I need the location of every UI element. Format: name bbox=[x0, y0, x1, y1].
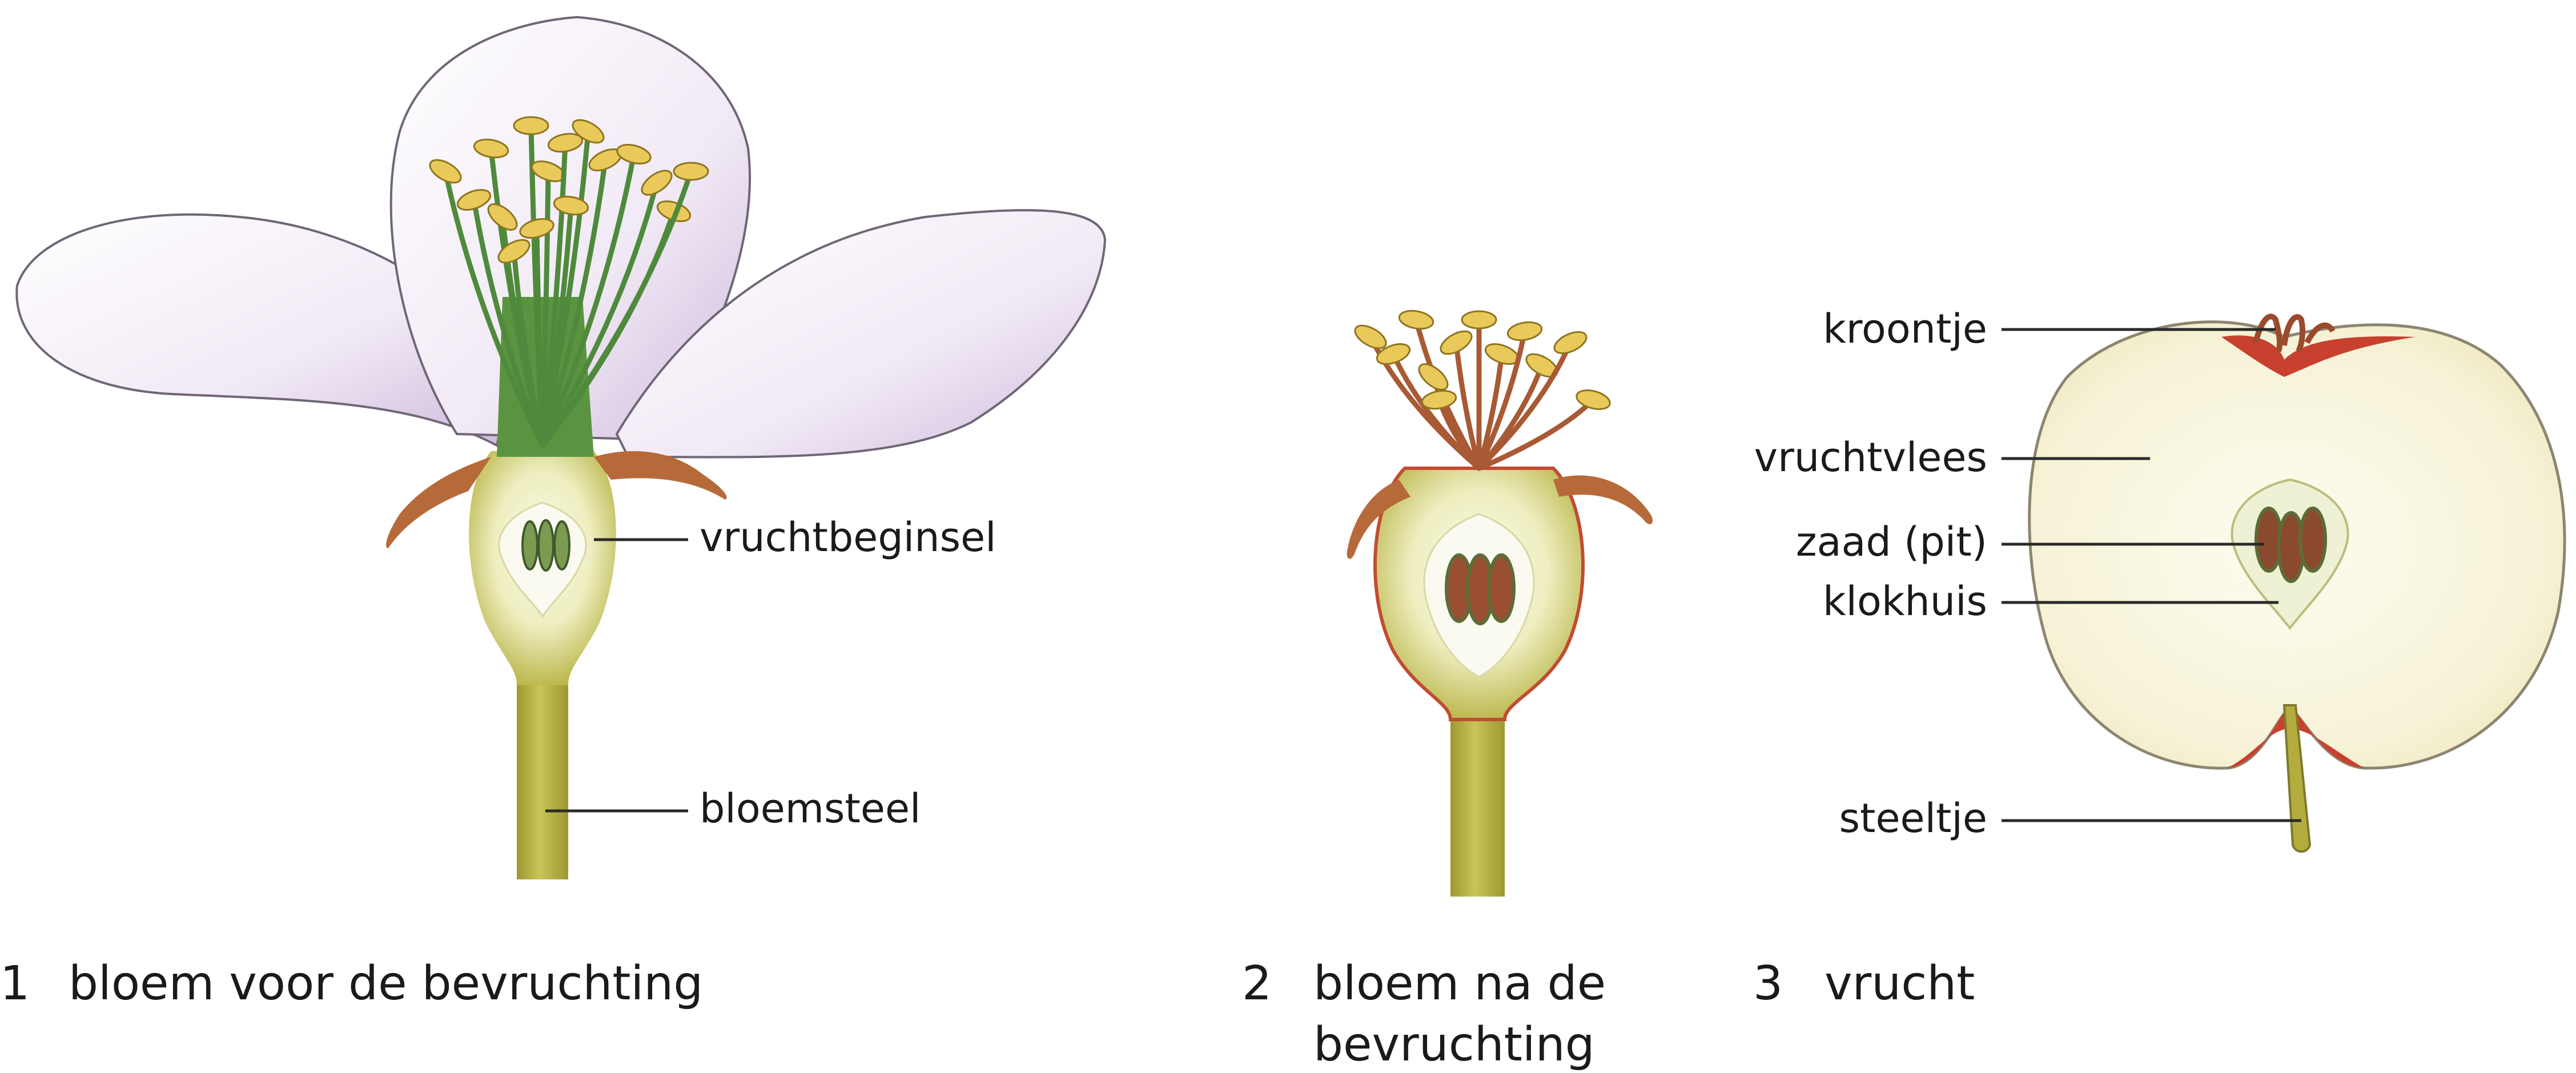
stamen-anther bbox=[1414, 359, 1452, 395]
label-steeltje: steeltje bbox=[1839, 795, 1987, 842]
label-vruchtvlees: vruchtvlees bbox=[1754, 434, 1987, 481]
label-bloemsteel: bloemsteel bbox=[700, 785, 921, 832]
caption-3: 3 vrucht bbox=[1753, 957, 1975, 1011]
flower-stem bbox=[517, 657, 568, 879]
caption-number: 3 bbox=[1753, 957, 1783, 1011]
figure-3-fruit bbox=[2030, 316, 2565, 851]
stamen-anther bbox=[514, 117, 548, 134]
caption-number: 2 bbox=[1242, 957, 1272, 1011]
stamen-anther bbox=[1398, 308, 1434, 331]
caption-text-line-1: bloem na de bbox=[1313, 957, 1606, 1011]
caption-number: 1 bbox=[0, 957, 30, 1011]
stamen-anther bbox=[674, 163, 708, 180]
stamen-anther bbox=[1352, 321, 1390, 353]
seeds bbox=[1446, 555, 1514, 624]
withered-stamens-group bbox=[1352, 308, 1612, 468]
sepal-right bbox=[594, 451, 727, 500]
label-kroontje: kroontje bbox=[1823, 306, 1987, 352]
flower-stem bbox=[1450, 702, 1505, 897]
figure-2-flower-after bbox=[1347, 308, 1653, 897]
caption-text: vrucht bbox=[1825, 957, 1975, 1011]
caption-1: 1 bloem voor de bevruchting bbox=[0, 957, 703, 1011]
figure-1-flower-before bbox=[17, 17, 1105, 879]
stamen-anther bbox=[1506, 320, 1543, 343]
caption-text-line-2: bevruchting bbox=[1313, 1018, 1595, 1070]
caption-2: 2 bloem na de bevruchting bbox=[1242, 957, 1606, 1070]
ovules bbox=[523, 520, 569, 570]
stamen-anther bbox=[1551, 328, 1589, 358]
seeds bbox=[2256, 508, 2325, 581]
stamen-anther bbox=[1421, 388, 1457, 411]
caption-text: bloem voor de bevruchting bbox=[69, 957, 703, 1011]
label-klokhuis: klokhuis bbox=[1823, 578, 1987, 625]
label-vruchtbeginsel: vruchtbeginsel bbox=[700, 514, 996, 561]
stamen-anther bbox=[1462, 311, 1496, 328]
label-zaad-pit: zaad (pit) bbox=[1796, 519, 1987, 565]
